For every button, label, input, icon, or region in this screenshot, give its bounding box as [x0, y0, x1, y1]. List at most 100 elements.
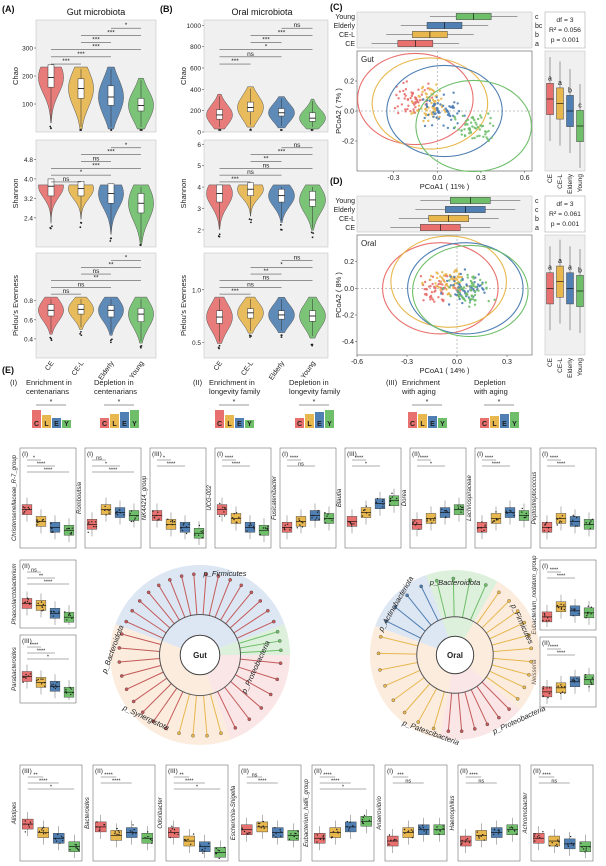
mini-point [116, 514, 119, 516]
pcoa-point [431, 98, 435, 102]
panel-letter-c: (C) [330, 2, 343, 12]
clade-branch [491, 634, 530, 646]
pcoa-point [435, 285, 438, 288]
mini-point [37, 521, 39, 524]
pcoa-side-xlabel: CE-L [557, 358, 564, 373]
mini-point [571, 608, 573, 610]
clade-sector [110, 624, 200, 740]
pcoa-point [445, 273, 448, 276]
clade-branch [489, 622, 525, 640]
mini-point [561, 691, 564, 693]
section-header: centenarians [94, 387, 137, 396]
cley-letter: C [34, 421, 39, 428]
mini-box-tag: (I) [22, 451, 28, 458]
pcoa-point [415, 100, 419, 103]
mini-sig-label: ** [33, 773, 38, 779]
pcoa-side-xlabel: CE-L [557, 174, 564, 189]
cley-bar [52, 418, 61, 428]
mini-point [351, 523, 353, 525]
mini-point [557, 685, 559, 687]
mini-point [218, 850, 221, 852]
sig-label: ** [263, 268, 269, 275]
mini-point [515, 833, 518, 835]
violin-box [216, 109, 223, 120]
clade-node [446, 729, 451, 733]
mini-point [50, 531, 53, 533]
violin-box [137, 308, 145, 322]
mini-point [152, 510, 154, 512]
cley-bar [245, 420, 254, 428]
pcoa-point [453, 115, 456, 119]
pcoa-point [423, 124, 427, 128]
mini-point [24, 676, 26, 678]
mini-point [561, 515, 564, 517]
violin-ytick-label: 2.4 [24, 215, 33, 222]
mini-point [263, 827, 265, 829]
clade-branch [436, 580, 447, 618]
mini-point [588, 522, 591, 525]
mini-point [262, 820, 264, 823]
mini-point [40, 601, 43, 603]
mini-point [262, 527, 265, 529]
mini-point [426, 518, 428, 520]
violin-ytick-label: 300 [22, 46, 33, 53]
clade-arc [185, 692, 215, 696]
cley-bar [32, 410, 41, 428]
mini-box-taxon: Bacteroides [85, 797, 91, 829]
mini-point [416, 522, 418, 524]
mini-point [564, 686, 566, 688]
mini-point [40, 683, 43, 685]
section-header: centenarians [26, 387, 69, 396]
cley-bar [438, 418, 447, 428]
mini-box-frame [539, 447, 597, 549]
pcoa-point [481, 124, 485, 128]
mini-point [273, 834, 275, 836]
clade-node [278, 661, 283, 665]
panel-letter-e: (E) [2, 365, 14, 375]
mini-box-tag: (I) [542, 451, 548, 458]
mini-point [512, 512, 514, 514]
mini-point [200, 530, 202, 533]
mini-point [412, 522, 414, 525]
pcoa-point [436, 272, 439, 275]
pcoa-point [462, 297, 466, 300]
clade-branch [131, 610, 167, 634]
clade-branch [379, 661, 418, 671]
clade-arc [237, 640, 241, 656]
clade-branch [481, 681, 510, 710]
mini-point [331, 519, 333, 521]
mini-point [481, 521, 483, 523]
mini-point [461, 839, 463, 842]
mini-sig-label: *** [397, 773, 404, 779]
mini-point [275, 836, 277, 838]
sig-label: * [125, 255, 128, 262]
mini-point [348, 827, 351, 829]
mini-sig-label: ns [478, 779, 484, 785]
pcoa-point [435, 96, 438, 99]
mini-point [58, 611, 60, 613]
mini-point [423, 830, 425, 832]
pcoa-point [445, 282, 448, 286]
clade-branch [217, 691, 236, 729]
cley-bar [315, 412, 324, 428]
clade-branch [236, 621, 274, 639]
clade-node [140, 710, 145, 715]
mini-point [382, 503, 384, 505]
mini-point [337, 832, 339, 834]
pcoa-point [433, 290, 436, 293]
mini-point [217, 849, 219, 851]
pcoa-point [425, 288, 429, 291]
mini-point [246, 832, 248, 834]
mini-point [94, 521, 97, 523]
pcoa-side-letter: a [558, 80, 562, 87]
mini-point [393, 839, 395, 841]
pcoa-ytick-label: 0.2 [344, 79, 354, 86]
mini-point [590, 606, 592, 608]
mini-point [53, 686, 55, 688]
clade-branch [240, 658, 281, 664]
mini-point [28, 602, 30, 604]
clade-sector [115, 565, 285, 655]
mini-point [27, 824, 30, 826]
mini-point [42, 830, 45, 832]
pcoa-point [438, 89, 441, 93]
